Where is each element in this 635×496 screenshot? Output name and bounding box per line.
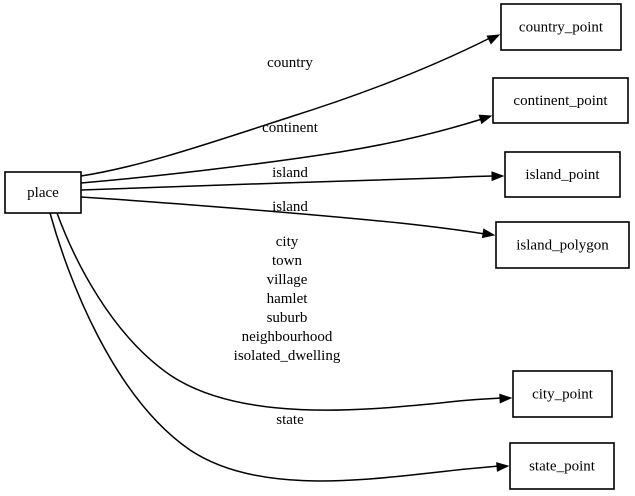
- node-island_polygon-box[interactable]: [495, 221, 630, 269]
- edge-place-island_polygon-arrowhead-icon: [481, 228, 496, 239]
- edge-place-city_point-path: [56, 212, 503, 411]
- edge-place-city_point-label-line: hamlet: [267, 291, 309, 307]
- edge-place-city_point-label-line: isolated_dwelling: [234, 348, 341, 364]
- edge-place-island_polygon-path: [80, 196, 486, 235]
- node-island_polygon-label: island_polygon: [516, 237, 609, 253]
- edge-place-city_point: [56, 212, 513, 411]
- node-island_point-label: island_point: [525, 167, 600, 183]
- node-continent_point-label: continent_point: [513, 93, 608, 109]
- edge-place-continent_point-path: [80, 118, 483, 184]
- node-continent_point-box[interactable]: [492, 77, 629, 124]
- edge-place-state_point-path: [49, 212, 500, 482]
- edge-place-city_point-label: city town village hamlet suburb neighbourhood…: [234, 234, 341, 364]
- edge-place-city_point-label-line: suburb: [267, 310, 308, 326]
- edge-place-island_point: [80, 171, 505, 191]
- edge-place-country_point-arrowhead-icon: [486, 34, 501, 45]
- node-place-label: place: [27, 185, 59, 201]
- edge-place-island_polygon-label-line: island: [272, 199, 308, 215]
- node-state_point[interactable]: state_point: [509, 442, 615, 490]
- edge-place-state_point-label: state: [276, 412, 304, 428]
- node-city_point[interactable]: city_point: [512, 370, 613, 418]
- node-city_point-label: city_point: [532, 386, 594, 402]
- edge-place-city_point-label-line: city: [276, 234, 299, 250]
- edge-place-state_point: [49, 212, 510, 482]
- node-place[interactable]: place: [4, 171, 82, 214]
- edge-place-continent_point-arrowhead-icon: [478, 114, 493, 125]
- edge-place-continent_point-label: continent: [262, 120, 319, 136]
- node-continent_point[interactable]: continent_point: [492, 77, 629, 124]
- edge-place-island_point-path: [80, 175, 495, 191]
- node-country_point[interactable]: country_point: [500, 3, 622, 51]
- nodes-layer: place country_point continent_point island_…: [4, 3, 630, 490]
- node-island_point[interactable]: island_point: [504, 151, 621, 198]
- node-city_point-box[interactable]: [512, 370, 613, 418]
- edge-place-continent_point-label-line: continent: [262, 120, 319, 136]
- edge-place-city_point-label-line: neighbourhood: [242, 329, 333, 345]
- edge-place-state_point-label-line: state: [276, 412, 304, 428]
- node-place-box[interactable]: [4, 171, 82, 214]
- edge-place-island_point-label: island: [272, 165, 308, 181]
- edge-place-continent_point: [80, 114, 493, 184]
- edge-place-country_point-path: [80, 37, 491, 177]
- node-state_point-box[interactable]: [509, 442, 615, 490]
- edge-place-island_polygon: [80, 196, 496, 239]
- edge-place-city_point-label-line: town: [272, 253, 303, 269]
- edge-place-city_point-arrowhead-icon: [499, 393, 513, 404]
- edge-place-country_point-label: country: [267, 55, 313, 71]
- node-country_point-box[interactable]: [500, 3, 622, 51]
- edge-place-state_point-arrowhead-icon: [496, 462, 510, 472]
- edge-place-island_point-arrowhead-icon: [491, 171, 505, 182]
- edge-place-island_point-label-line: island: [272, 165, 308, 181]
- edge-place-city_point-label-line: village: [267, 272, 308, 288]
- edge-place-country_point: [80, 34, 501, 177]
- edge-labels-layer: country continent island island city town vill…: [234, 55, 341, 428]
- edge-place-country_point-label-line: country: [267, 55, 313, 71]
- edge-place-island_polygon-label: island: [272, 199, 308, 215]
- node-state_point-label: state_point: [529, 458, 596, 474]
- node-country_point-label: country_point: [519, 19, 604, 35]
- node-island_point-box[interactable]: [504, 151, 621, 198]
- edges-layer: [49, 34, 513, 482]
- node-island_polygon[interactable]: island_polygon: [495, 221, 630, 269]
